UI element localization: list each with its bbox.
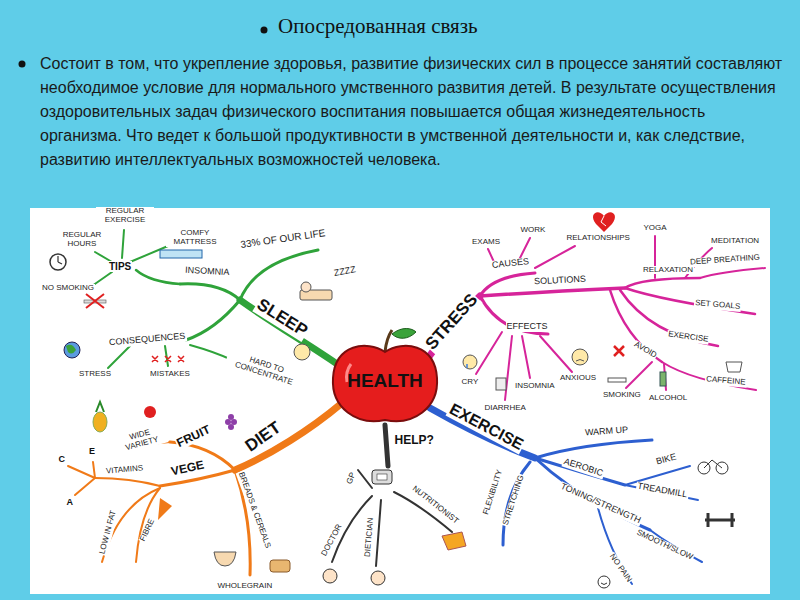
stress-branch: [428, 236, 765, 400]
branch-label: ALCOHOL: [648, 394, 688, 403]
diet-branch: [68, 403, 342, 575]
branch-label: SMOKING: [602, 391, 642, 400]
branch-label: COMFY MATTRESS: [166, 229, 224, 247]
text-bullet: [19, 61, 26, 68]
branch-label: CRY: [461, 378, 480, 387]
branch-label: MEDITATION: [710, 237, 760, 246]
branch-label: INSOMNIA: [514, 382, 556, 391]
image-ground: [30, 208, 770, 594]
apple-node: HEALTH: [327, 338, 443, 426]
branch-label: MISTAKES: [149, 370, 191, 379]
branch-label: HELP?: [394, 434, 435, 447]
node-text: HEALTH: [327, 370, 443, 392]
branch-label: DIARRHEA: [484, 404, 527, 413]
body-text: Состоит в том, что укрепление здоровья, …: [40, 52, 788, 172]
slide-title: Опосредованная связь: [278, 14, 478, 39]
title-bullet: [261, 27, 268, 34]
branch-label: EFFECTS: [506, 322, 549, 332]
branch-label: WHOLEGRAIN: [217, 582, 274, 591]
exercise-branch: [430, 408, 702, 584]
branch-label: REGULAR EXERCISE: [96, 207, 154, 225]
branch-label: C: [58, 455, 67, 465]
icons: [50, 212, 742, 588]
branch-label: TIPS: [108, 261, 132, 272]
sleep-branch: [92, 230, 340, 368]
help-branch: [332, 425, 452, 566]
branch-label: E: [88, 447, 96, 457]
branch-label: NO SMOKING: [41, 284, 95, 293]
branch-label: RELAXATION: [642, 266, 694, 275]
branch-label: REGULAR HOURS: [57, 231, 107, 249]
branch-label: EXAMS: [471, 238, 501, 247]
branch-label: A: [66, 498, 75, 508]
branch-label: WORK: [520, 226, 547, 235]
apple-leaf: [392, 329, 416, 339]
branch-label: ANXIOUS: [559, 374, 597, 383]
branch-label: STRESS: [78, 370, 112, 379]
branch-label: RELATIONSHIPS: [566, 234, 631, 243]
branch-label: YOGA: [643, 224, 668, 233]
